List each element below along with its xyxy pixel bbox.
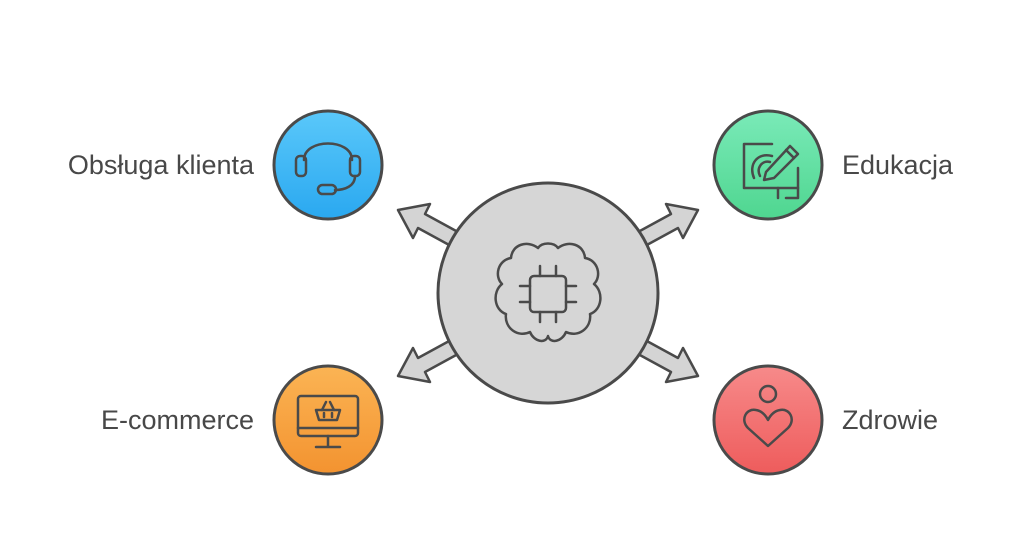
drawing-tablet-icon <box>742 142 800 200</box>
node-ecommerce <box>272 364 384 476</box>
node-education <box>712 109 824 221</box>
monitor-basket-icon <box>296 394 360 449</box>
label-customer-service: Obsługa klienta <box>67 150 254 180</box>
arrow-bottom-right <box>636 338 700 384</box>
label-education: Edukacja <box>842 150 954 180</box>
arrow-top-left <box>396 202 460 248</box>
arrow-top-right <box>636 202 700 248</box>
person-heart-icon <box>743 384 793 448</box>
label-health: Zdrowie <box>842 405 939 435</box>
node-health <box>712 364 824 476</box>
arrow-bottom-left <box>396 338 460 384</box>
center-node <box>436 181 660 405</box>
headset-icon <box>294 142 362 196</box>
brain-chip-icon <box>494 242 602 343</box>
label-ecommerce: E-commerce <box>100 405 254 435</box>
node-customer-service <box>272 109 384 221</box>
